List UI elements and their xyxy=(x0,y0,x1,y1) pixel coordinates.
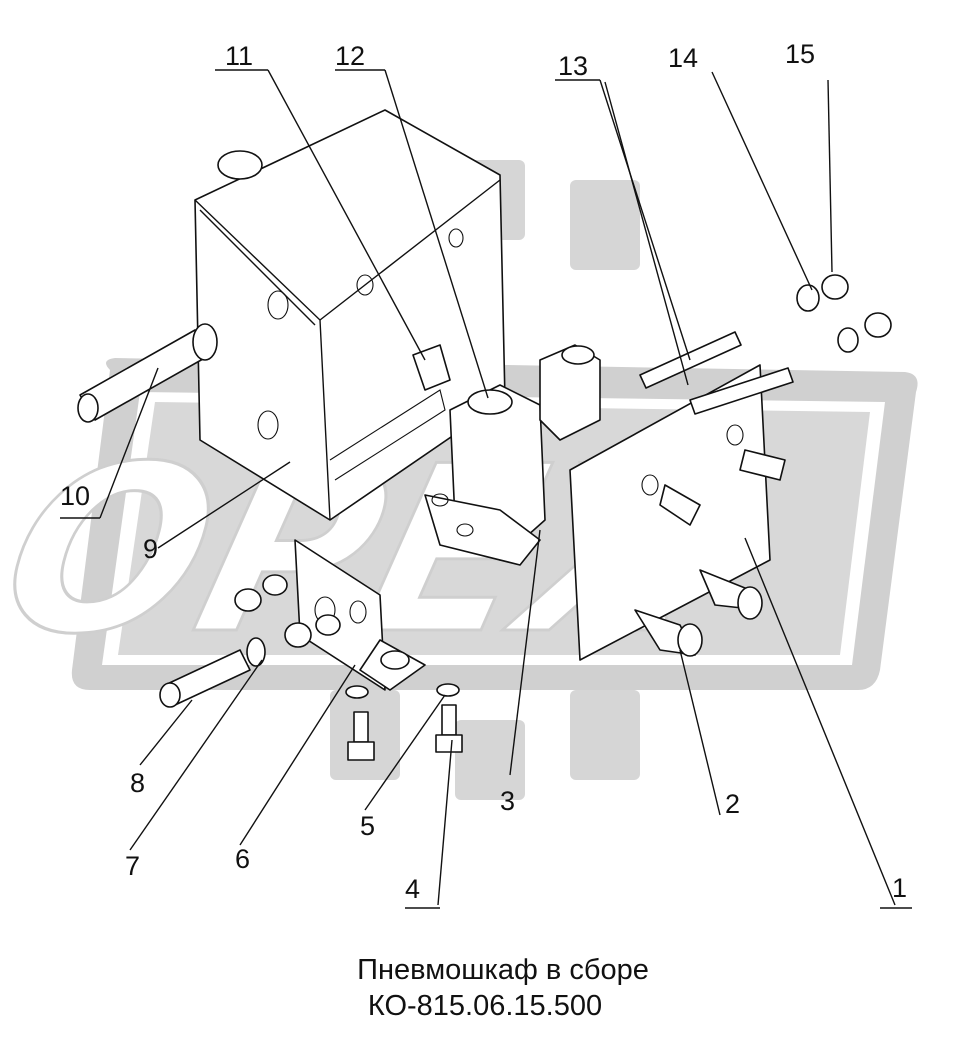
long-rods xyxy=(639,331,794,415)
callout-4: 4 xyxy=(405,874,420,904)
callout-14: 14 xyxy=(668,43,698,73)
callout-3: 3 xyxy=(500,786,515,816)
nipple-fitting xyxy=(159,637,266,708)
caption-code: КО-815.06.15.500 xyxy=(368,990,602,1022)
callout-6: 6 xyxy=(235,844,250,874)
upper-right-fasteners xyxy=(796,274,892,353)
callout-5: 5 xyxy=(360,811,375,841)
pipe-fitting xyxy=(77,323,218,423)
callout-15: 15 xyxy=(785,39,815,69)
callout-2: 2 xyxy=(725,789,740,819)
bracket xyxy=(294,539,426,691)
bracket-fasteners xyxy=(234,574,341,648)
callout-labels: 1 2 3 4 5 6 7 8 9 10 11 12 13 14 15 xyxy=(60,39,907,904)
leader-lines xyxy=(60,69,912,909)
callout-12: 12 xyxy=(335,41,365,71)
valve-block xyxy=(424,344,601,566)
callout-10: 10 xyxy=(60,481,90,511)
bottom-bolts xyxy=(345,683,463,761)
callout-1: 1 xyxy=(892,873,907,903)
caption-title: Пневмошкаф в сборе xyxy=(357,954,649,986)
callout-11: 11 xyxy=(225,41,253,71)
lower-fittings xyxy=(634,569,763,657)
callout-9: 9 xyxy=(143,534,158,564)
callout-7: 7 xyxy=(125,851,140,881)
callout-13: 13 xyxy=(558,51,588,81)
callout-8: 8 xyxy=(130,768,145,798)
